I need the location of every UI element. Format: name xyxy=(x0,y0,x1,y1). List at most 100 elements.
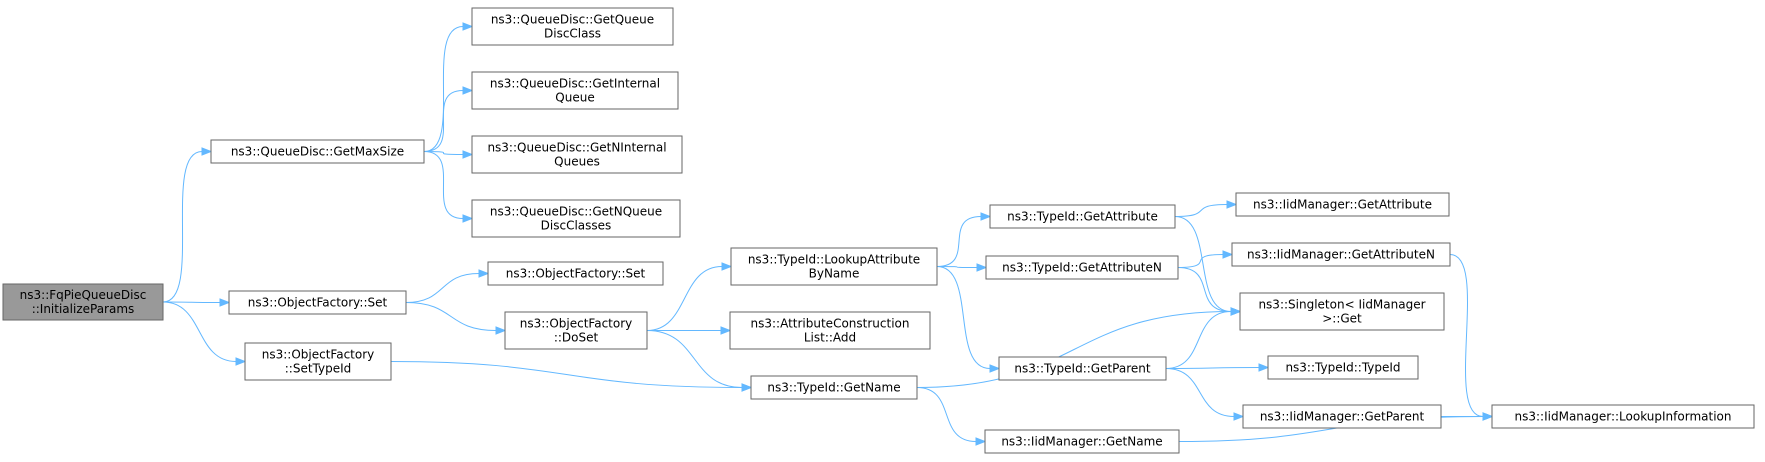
node-label: ns3::ObjectFactory::Set xyxy=(248,296,388,310)
graph-node-n12[interactable]: ns3::TypeId::GetName xyxy=(750,375,918,400)
graph-node-n17[interactable]: ns3::IidManager::GetAttribute xyxy=(1235,192,1450,217)
node-label: ns3::TypeId::TypeId xyxy=(1285,361,1400,375)
edge-n1-n5 xyxy=(423,90,464,152)
node-box xyxy=(989,204,1176,229)
node-label: ns3::ObjectFactory::Set xyxy=(506,267,646,281)
graph-node-n3[interactable]: ns3::ObjectFactory::SetTypeId xyxy=(244,342,392,381)
arrow-head-icon xyxy=(1230,307,1242,316)
node-box xyxy=(487,261,664,286)
node-box xyxy=(750,375,918,400)
arrow-head-icon xyxy=(1258,363,1270,372)
arrow-head-icon xyxy=(721,262,733,271)
arrow-head-icon xyxy=(201,147,213,156)
node-label: ::InitializeParams xyxy=(32,302,135,316)
edge-n15-n20 xyxy=(1165,367,1260,369)
graph-node-n19[interactable]: ns3::Singleton< IidManager >::Get xyxy=(1239,292,1445,331)
graph-node-n13[interactable]: ns3::TypeId::GetAttribute xyxy=(989,204,1176,229)
graph-node-n14[interactable]: ns3::TypeId::GetAttributeN xyxy=(985,255,1179,280)
edge-n1-n4 xyxy=(423,26,464,152)
edge-n9-n12 xyxy=(646,330,743,388)
node-label: ns3::IidManager::GetName xyxy=(1001,435,1162,449)
arrow-head-icon xyxy=(462,150,474,159)
arrow-head-icon xyxy=(462,22,474,31)
arrow-head-icon xyxy=(495,326,507,335)
node-box xyxy=(1239,292,1445,331)
graph-node-n18[interactable]: ns3::IidManager::GetAttributeN xyxy=(1231,242,1451,267)
node-box xyxy=(471,7,674,46)
node-box xyxy=(1491,404,1755,429)
node-box xyxy=(244,342,392,381)
node-label: ns3::IidManager::GetAttribute xyxy=(1253,198,1432,212)
edge-n2-n8 xyxy=(405,273,480,303)
graph-node-n22[interactable]: ns3::IidManager::LookupInformation xyxy=(1491,404,1755,429)
arrow-head-icon xyxy=(980,212,992,221)
graph-node-n0[interactable]: ns3::FqPieQueueDisc::InitializeParams xyxy=(2,283,164,321)
graph-node-n9[interactable]: ns3::ObjectFactory::DoSet xyxy=(504,311,648,350)
arrow-head-icon xyxy=(1233,412,1245,421)
node-label: ns3::TypeId::GetAttributeN xyxy=(1002,261,1162,275)
edge-n0-n3 xyxy=(162,301,237,362)
node-box xyxy=(228,290,407,315)
node-box xyxy=(504,311,648,350)
edge-n12-n19 xyxy=(916,311,1232,388)
arrow-head-icon xyxy=(1222,250,1234,259)
node-box xyxy=(1242,404,1442,429)
edge-n18-n22 xyxy=(1449,254,1484,417)
node-label: ns3::IidManager::GetAttributeN xyxy=(1247,248,1435,262)
graph-node-n2[interactable]: ns3::ObjectFactory::Set xyxy=(228,290,407,315)
edge-n3-n12 xyxy=(390,361,743,388)
graph-node-n21[interactable]: ns3::IidManager::GetParent xyxy=(1242,404,1442,429)
node-box xyxy=(2,283,164,321)
graph-node-n16[interactable]: ns3::IidManager::GetName xyxy=(984,429,1180,454)
nodes-layer: ns3::FqPieQueueDisc::InitializeParamsns3… xyxy=(2,7,1755,454)
node-label: Queue xyxy=(555,91,594,105)
node-label: ns3::TypeId::GetAttribute xyxy=(1007,210,1158,224)
node-label: ::DoSet xyxy=(554,331,599,345)
node-label: ns3::FqPieQueueDisc xyxy=(20,288,147,302)
graph-node-n1[interactable]: ns3::QueueDisc::GetMaxSize xyxy=(210,139,425,164)
graph-node-n8[interactable]: ns3::ObjectFactory::Set xyxy=(487,261,664,286)
edge-n2-n9 xyxy=(405,302,497,331)
edge-n10-n15 xyxy=(936,266,991,369)
node-box xyxy=(730,247,938,286)
arrow-head-icon xyxy=(462,214,474,223)
graph-node-n20[interactable]: ns3::TypeId::TypeId xyxy=(1267,355,1419,380)
edge-n0-n1 xyxy=(162,151,203,303)
edge-n13-n17 xyxy=(1174,204,1228,217)
node-label: ns3::QueueDisc::GetMaxSize xyxy=(231,145,404,159)
edge-n0-n2 xyxy=(162,301,221,303)
edge-n15-n19 xyxy=(1165,311,1232,369)
edge-n1-n6 xyxy=(423,151,464,155)
node-box xyxy=(1267,355,1419,380)
node-label: ns3::TypeId::LookupAttribute xyxy=(748,253,920,267)
node-label: List::Add xyxy=(804,331,856,345)
node-box xyxy=(471,71,679,110)
edge-n14-n18 xyxy=(1177,254,1224,268)
node-label: ns3::IidManager::GetParent xyxy=(1260,410,1425,424)
edge-n13-n19 xyxy=(1174,216,1232,312)
arrow-head-icon xyxy=(741,383,753,392)
node-box xyxy=(1231,242,1451,267)
node-label: >::Get xyxy=(1322,312,1362,326)
node-box xyxy=(998,356,1167,381)
graph-node-n15[interactable]: ns3::TypeId::GetParent xyxy=(998,356,1167,381)
arrow-head-icon xyxy=(1482,412,1494,421)
node-box xyxy=(471,135,683,174)
node-label: ns3::ObjectFactory xyxy=(262,348,375,362)
arrow-head-icon xyxy=(219,298,231,307)
node-label: Queues xyxy=(554,155,600,169)
node-label: ByName xyxy=(809,267,860,281)
node-label: DiscClass xyxy=(544,27,601,41)
node-box xyxy=(1235,192,1450,217)
node-label: ns3::IidManager::LookupInformation xyxy=(1515,410,1732,424)
edge-n1-n7 xyxy=(423,151,464,219)
node-box xyxy=(984,429,1180,454)
node-label: ns3::ObjectFactory xyxy=(520,317,633,331)
